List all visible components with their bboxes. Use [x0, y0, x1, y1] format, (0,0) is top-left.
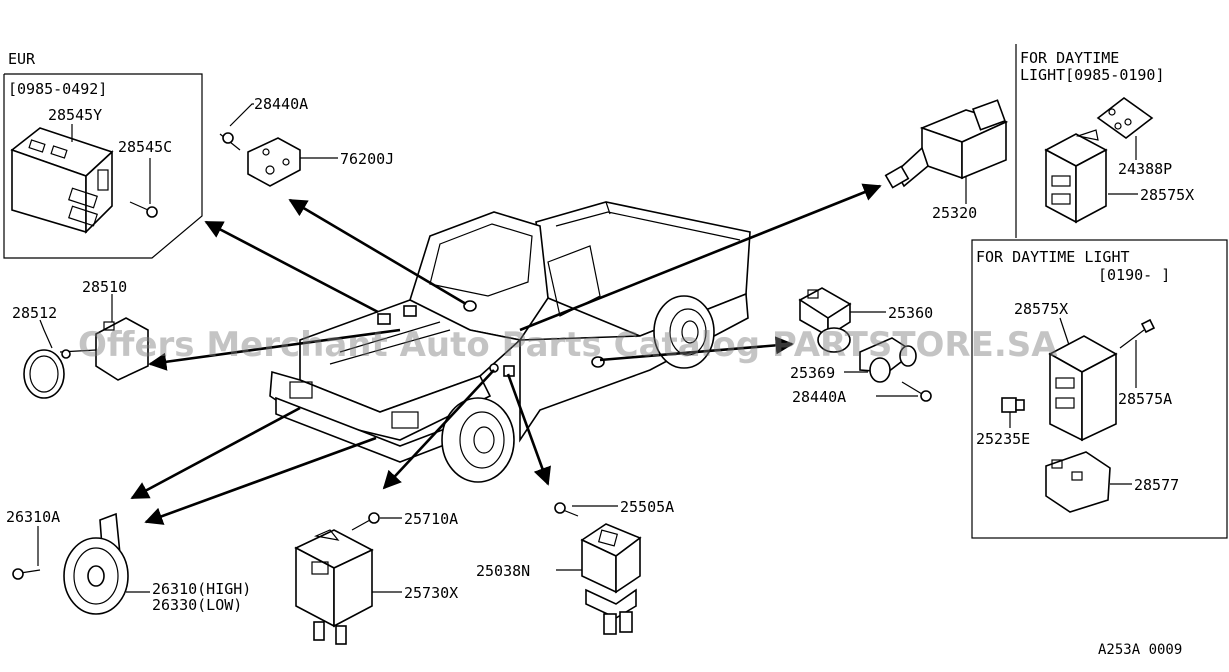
label-28545Y: 28545Y [48, 106, 102, 124]
label-25730X: 25730X [404, 584, 458, 602]
label-26310A: 26310A [6, 508, 60, 526]
label-28575X-top: 28575X [1140, 186, 1194, 204]
daytime-late-line1: FOR DAYTIME LIGHT [976, 248, 1130, 266]
label-28512: 28512 [12, 304, 57, 322]
daytime-box-late: FOR DAYTIME LIGHT [0190- ] 28575X 28575A… [971, 239, 1228, 539]
screw-28440A-right-shape [901, 381, 932, 402]
label-25505A: 25505A [620, 498, 674, 516]
daytime-early-line1: FOR DAYTIME [1020, 49, 1119, 67]
label-28577: 28577 [1134, 476, 1179, 494]
label-25038N: 25038N [476, 562, 530, 580]
relay-25730X-shape [294, 529, 374, 645]
label-26310: 26310(HIGH) [152, 580, 251, 598]
daytime-early-line2: LIGHT[0985-0190] [1020, 66, 1165, 84]
part-28510-shape [23, 317, 149, 399]
watermark-text: Offers Merchant Auto Parts Catalog PARTS… [78, 325, 1058, 365]
part-25369-shape [859, 337, 917, 383]
label-25235E: 25235E [976, 430, 1030, 448]
label-28575A: 28575A [1118, 390, 1172, 408]
cover-28577-shape [1045, 451, 1111, 513]
label-28545C: 28545C [118, 138, 172, 156]
eur-label: EUR [8, 50, 36, 68]
label-25369: 25369 [790, 364, 835, 382]
horn-26310-shape [12, 512, 129, 615]
bracket-24388P-shape [1096, 97, 1154, 139]
label-76200J: 76200J [340, 150, 394, 168]
label-28440A-top: 28440A [254, 95, 308, 113]
bulb-25235E-shape [1001, 397, 1025, 413]
bracket-76200J-shape [219, 132, 301, 187]
label-25320: 25320 [932, 204, 977, 222]
screw-28545C-shape [129, 201, 158, 218]
relay-28545Y-shape [10, 127, 114, 234]
screw-28575A-shape [1119, 318, 1156, 349]
daytime-late-line2: [0190- ] [1098, 266, 1170, 284]
relay-28575X-box-shape [1048, 335, 1118, 442]
arrows [130, 183, 882, 525]
switch-25320-shape [884, 99, 1009, 189]
label-25360: 25360 [888, 304, 933, 322]
label-25710A: 25710A [404, 510, 458, 528]
label-28575X-box: 28575X [1014, 300, 1068, 318]
relay-28575X-top-shape [1044, 129, 1108, 224]
label-26330: 26330(LOW) [152, 596, 242, 614]
switch-25360-shape [798, 287, 852, 353]
label-28440A-right: 28440A [792, 388, 846, 406]
label-24388P: 24388P [1118, 160, 1172, 178]
eur-date-range: [0985-0492] [8, 80, 107, 98]
diagram-code: A253A 0009 [1098, 642, 1182, 658]
daytime-box-early: FOR DAYTIME LIGHT[0985-0190] 24388P 2857… [1015, 44, 1194, 238]
label-28510: 28510 [82, 278, 127, 296]
screw-25710A-shape [351, 512, 380, 531]
eur-box: EUR [0985-0492] 28545Y 28545C [3, 50, 203, 259]
flasher-25038N-shape [554, 502, 642, 635]
